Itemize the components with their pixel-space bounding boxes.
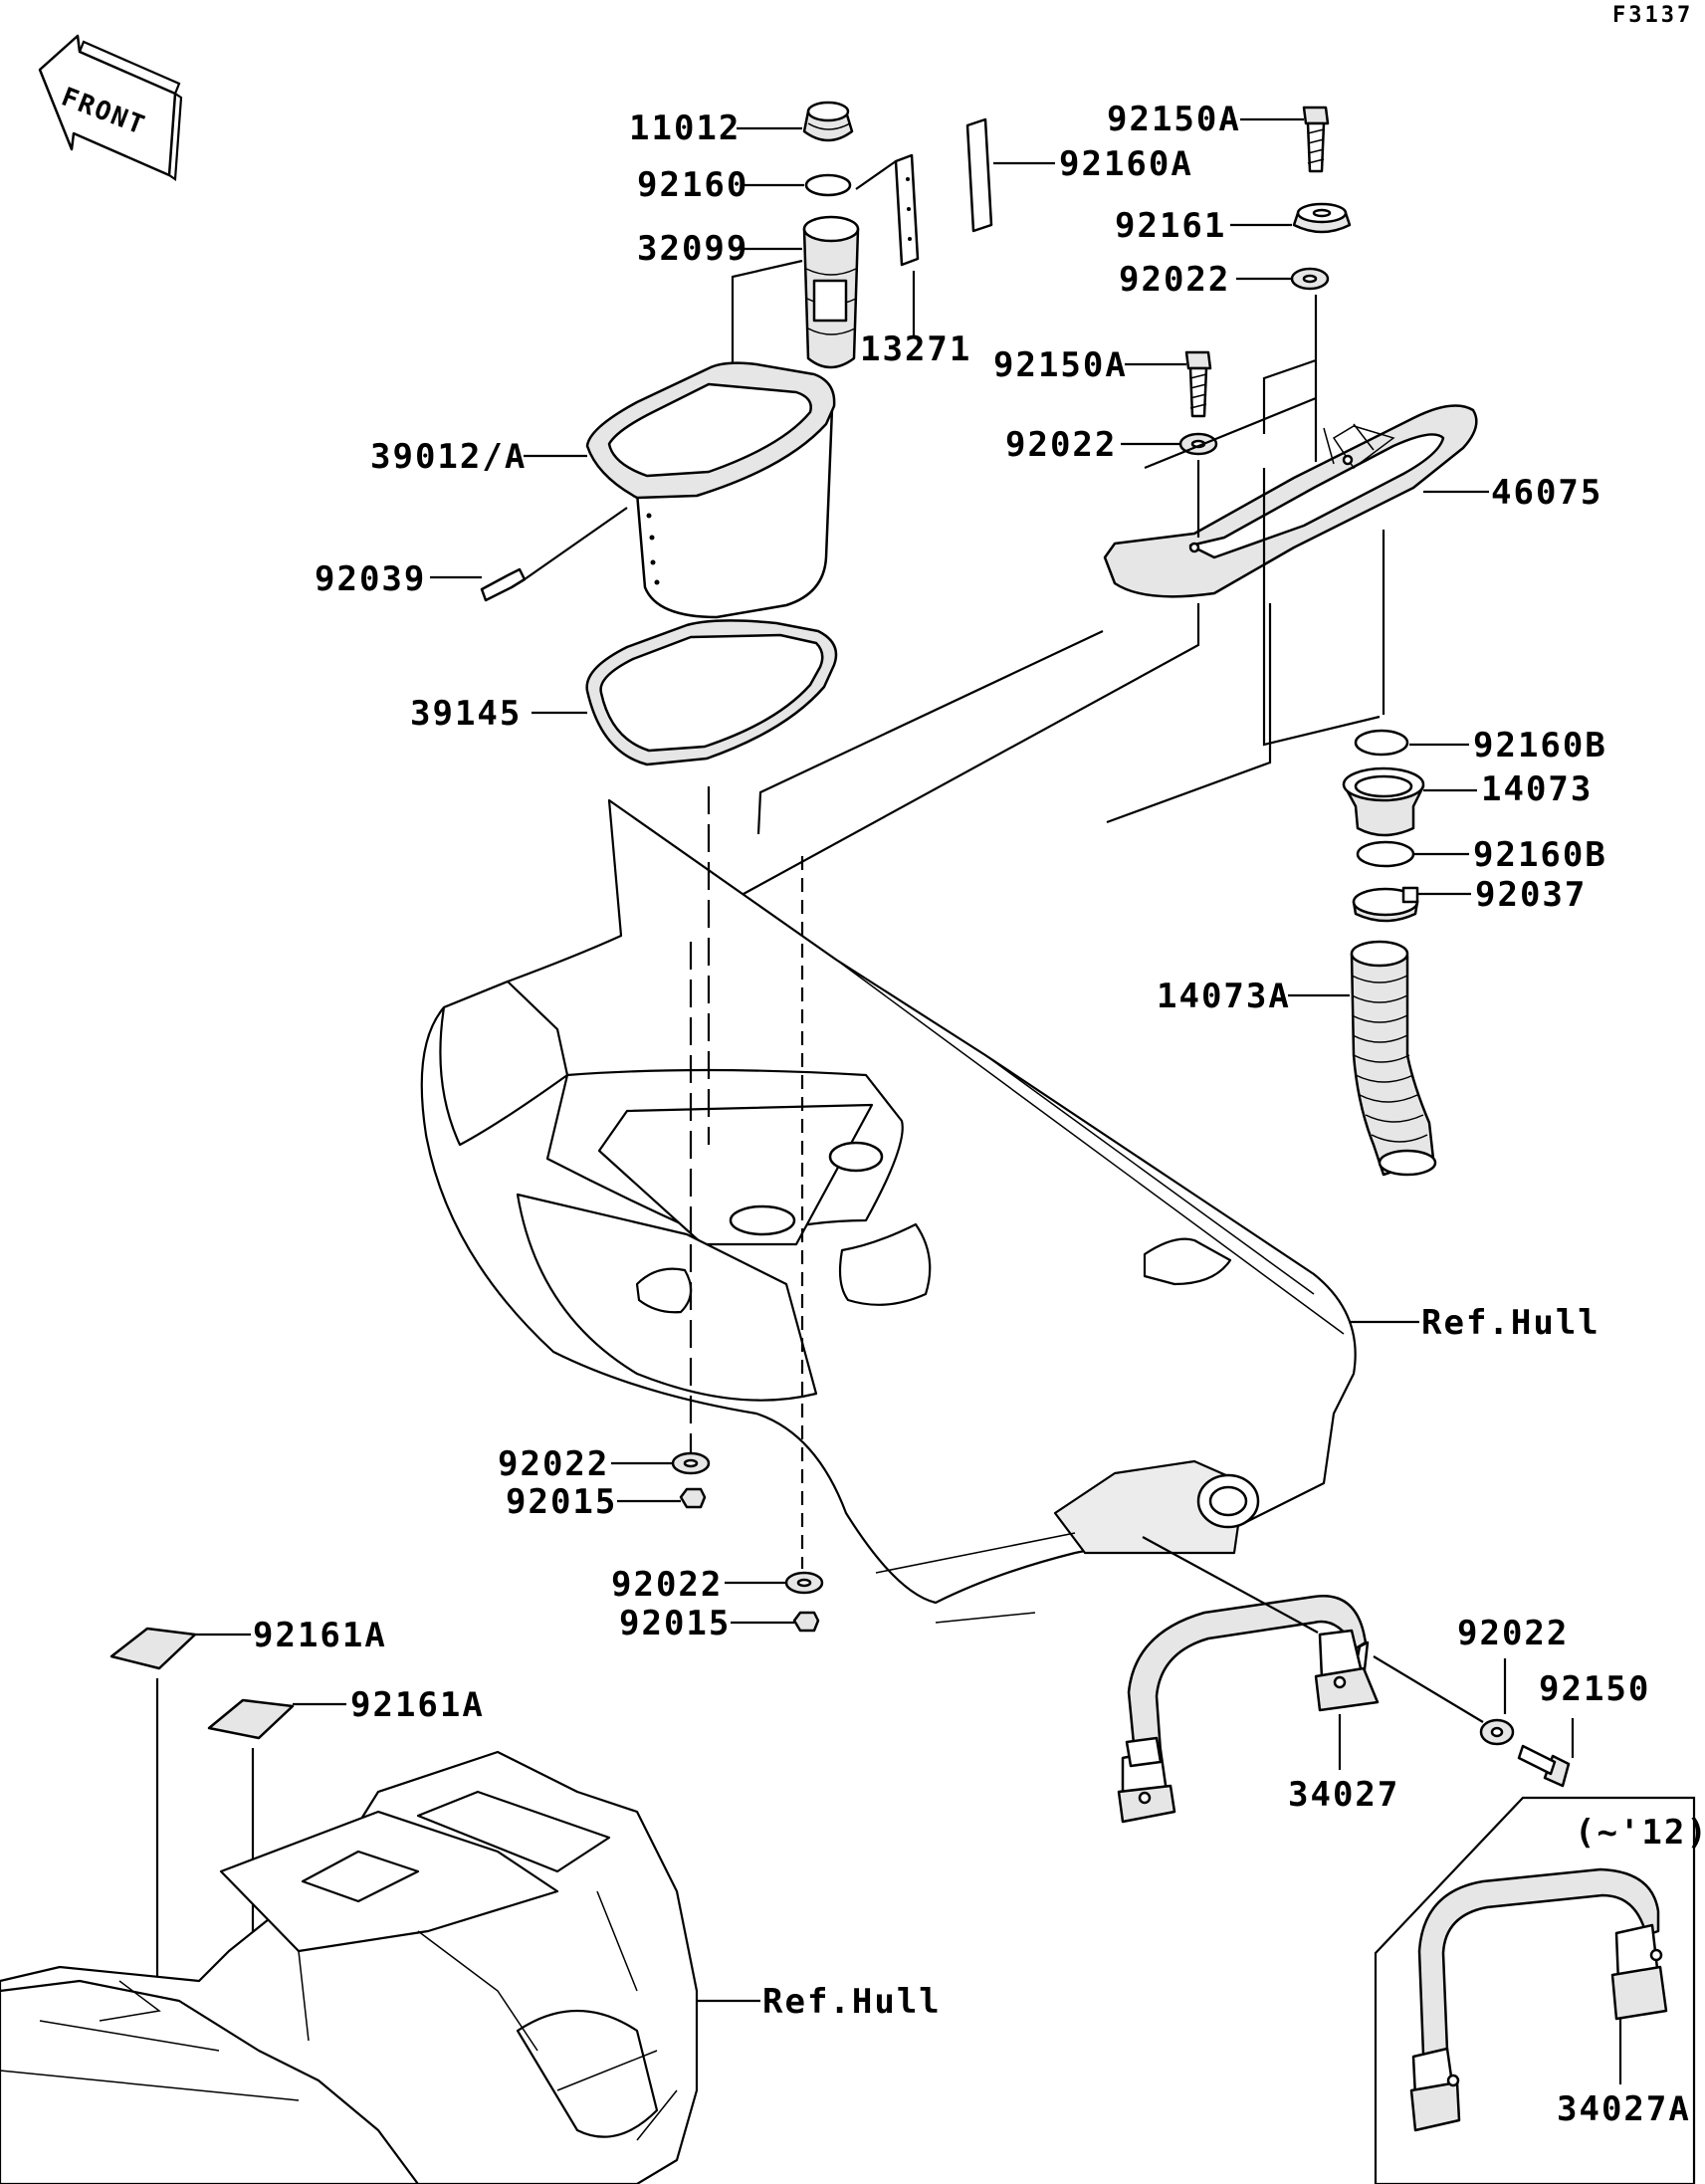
label-13271: 13271 [860, 329, 971, 369]
front-arrow-icon: FRONT [38, 34, 183, 181]
oring-92160 [804, 173, 852, 197]
year-note: (~'12) [1575, 1813, 1705, 1853]
label-92161A-1: 92161A [253, 1616, 387, 1655]
nut-92015-1 [679, 1487, 707, 1509]
label-92161A-2: 92161A [350, 1685, 485, 1725]
label-14073A: 14073A [1157, 977, 1291, 1016]
handle-34027 [1117, 1595, 1380, 1824]
label-92160B-2: 92160B [1473, 835, 1607, 875]
label-92015-1: 92015 [506, 1482, 617, 1522]
washer-92022-3 [671, 1451, 711, 1475]
bolt-92150A-2 [1184, 350, 1212, 418]
clamp-92037 [1352, 886, 1419, 923]
label-34027: 34027 [1288, 1775, 1399, 1815]
washer-92022-1 [1290, 267, 1330, 291]
label-92022-2: 92022 [1005, 425, 1117, 465]
label-92015-2: 92015 [619, 1604, 731, 1643]
oring-92160B-2 [1356, 840, 1415, 868]
bolt-92150 [1517, 1744, 1571, 1788]
fitting-14073 [1342, 766, 1425, 837]
glovebox-39012 [585, 361, 836, 619]
label-92160: 92160 [637, 165, 748, 205]
label-39012A: 39012/A [370, 437, 527, 477]
label-92160B-1: 92160B [1473, 726, 1607, 765]
gasket-39145 [585, 619, 838, 766]
label-92022-1: 92022 [1119, 260, 1230, 300]
pad-92161A-2 [207, 1698, 295, 1740]
pad-92161A-1 [109, 1627, 197, 1670]
label-92161: 92161 [1115, 206, 1226, 246]
ref-hull-label-2: Ref.Hull [762, 1982, 942, 2022]
washer-92022-5 [1479, 1718, 1515, 1746]
cylinder-32099 [802, 215, 860, 369]
grommet-92161 [1292, 202, 1352, 234]
strip-92160A [965, 117, 993, 233]
washer-92022-4 [784, 1571, 824, 1595]
hose-14073A [1350, 940, 1437, 1177]
rivet-92039 [480, 507, 628, 602]
label-92022-3: 92022 [498, 1444, 609, 1484]
label-92022-4: 92022 [611, 1565, 723, 1605]
bolt-92150A-1 [1302, 106, 1330, 173]
label-39145: 39145 [410, 694, 522, 734]
label-92022-5: 92022 [1457, 1614, 1569, 1653]
ref-hull-label-1: Ref.Hull [1421, 1303, 1600, 1343]
label-92037: 92037 [1475, 875, 1587, 915]
label-11012: 11012 [629, 109, 741, 148]
label-92150A-2: 92150A [993, 345, 1128, 385]
label-92150A-1: 92150A [1107, 100, 1241, 139]
cap-11012 [802, 101, 854, 142]
figure-code: F3137 [1612, 3, 1693, 28]
nut-92015-2 [792, 1611, 820, 1633]
oring-92160B-1 [1354, 729, 1409, 757]
label-14073: 14073 [1481, 769, 1593, 809]
label-32099: 32099 [637, 229, 748, 269]
label-92160A: 92160A [1059, 144, 1193, 184]
hull-main [420, 798, 1357, 1624]
label-46075: 46075 [1491, 473, 1602, 513]
grab-handle-46075 [1103, 404, 1478, 598]
label-92150: 92150 [1539, 1669, 1650, 1709]
label-34027A: 34027A [1557, 2089, 1691, 2129]
label-92039: 92039 [315, 559, 426, 599]
plate-13271 [894, 153, 920, 267]
inset-box [1374, 1796, 1696, 2184]
hull-secondary [0, 1750, 699, 2184]
handle-34027A [1409, 1867, 1668, 2132]
